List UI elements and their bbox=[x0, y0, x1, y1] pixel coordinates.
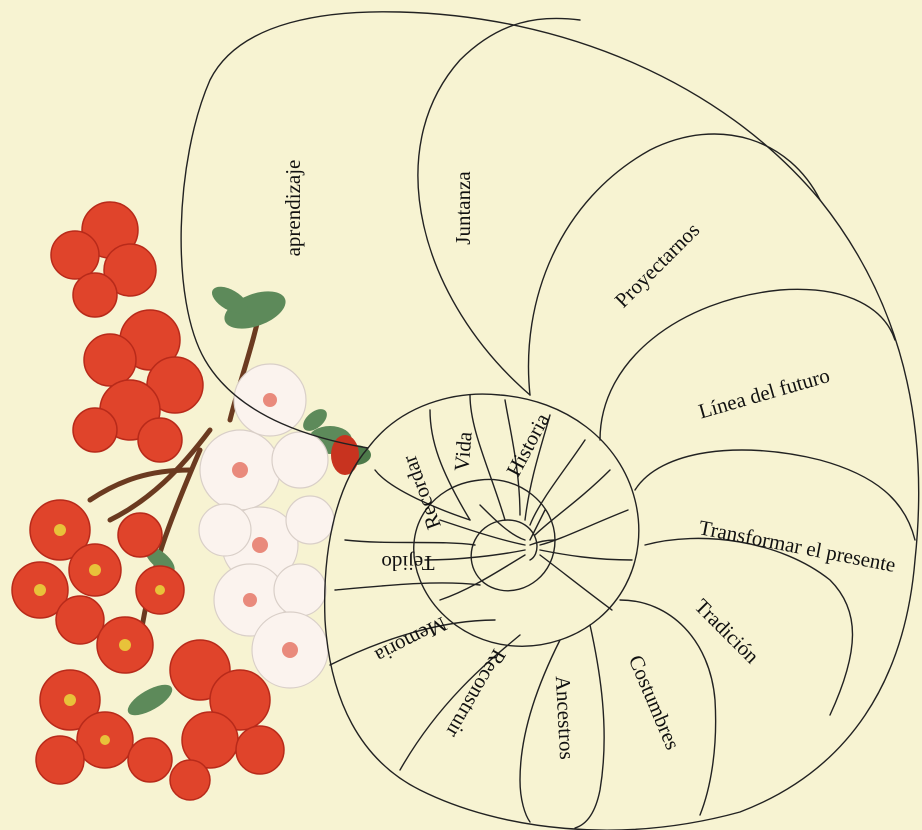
chamber-label-tejido: Tejido bbox=[381, 551, 434, 575]
chamber-label-transformar-el-presente: Transformar el presente bbox=[697, 515, 898, 577]
flower-bouquet-icon bbox=[12, 202, 371, 800]
chamber-label-vida: Vida bbox=[449, 430, 476, 472]
chamber-label-costumbres: Costumbres bbox=[624, 651, 685, 753]
chamber-label-juntanza: Juntanza bbox=[451, 171, 475, 245]
chamber-label-historia: Historia bbox=[501, 409, 554, 481]
chamber-label-tradicion: Tradición bbox=[690, 594, 765, 669]
chamber-label-memoria: Memoria bbox=[371, 612, 451, 669]
chamber-label-reconstruir: Reconstruir bbox=[441, 645, 511, 742]
chamber-labels: aprendizaje Juntanza Proyectarnos Línea … bbox=[281, 160, 898, 761]
chamber-label-aprendizaje: aprendizaje bbox=[281, 160, 305, 257]
chamber-label-ancestros: Ancestros bbox=[551, 675, 579, 760]
chamber-label-proyectarnos: Proyectarnos bbox=[610, 218, 704, 312]
chamber-label-linea-del-futuro: Línea del futuro bbox=[696, 363, 833, 423]
